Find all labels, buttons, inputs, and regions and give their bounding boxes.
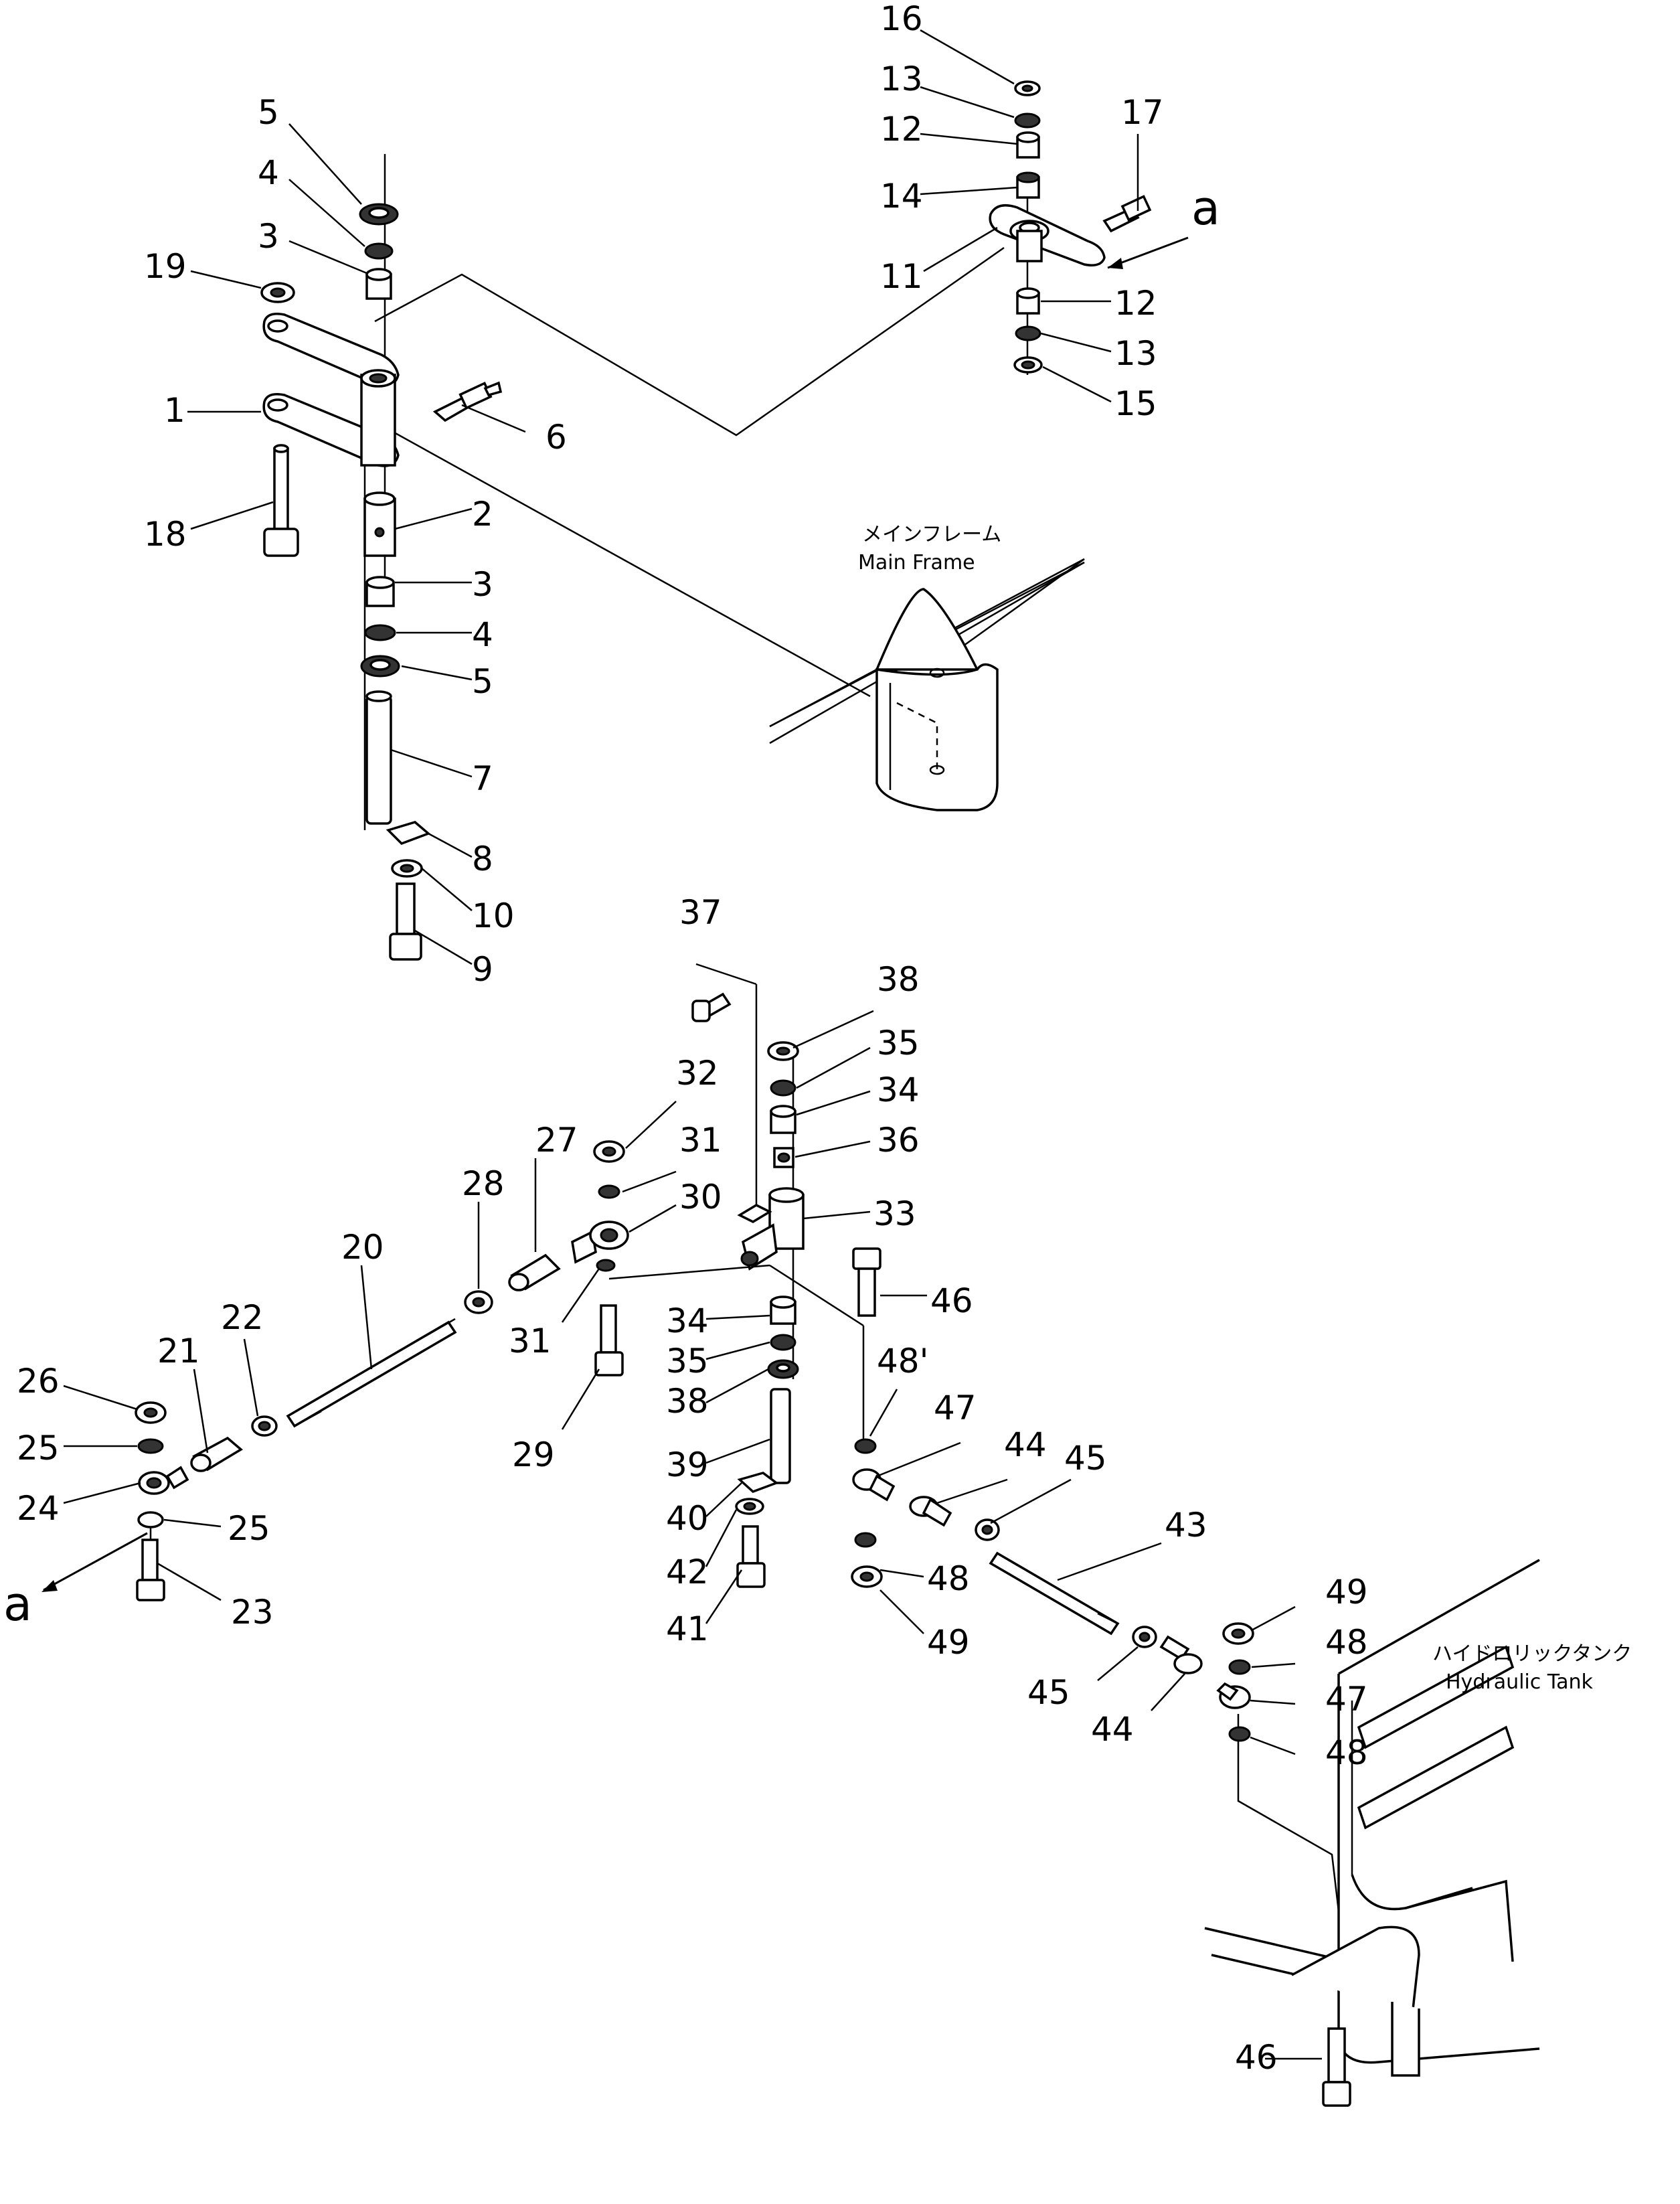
callout-4a: 4 bbox=[258, 153, 279, 192]
callout-16: 16 bbox=[880, 0, 923, 38]
callout-27: 27 bbox=[535, 1121, 578, 1160]
callout-31a: 31 bbox=[679, 1121, 722, 1160]
callout-34b: 34 bbox=[666, 1302, 709, 1340]
callout-1: 1 bbox=[164, 391, 185, 430]
callout-35b: 35 bbox=[666, 1342, 709, 1381]
leader-lines bbox=[63, 29, 1322, 2060]
center-lever-assembly bbox=[691, 992, 805, 1588]
callout-38b: 38 bbox=[666, 1382, 709, 1421]
bellcrank-arm-upper bbox=[262, 313, 400, 387]
callout-14: 14 bbox=[880, 177, 923, 216]
callout-11: 11 bbox=[880, 257, 923, 296]
callout-22: 22 bbox=[221, 1298, 264, 1337]
callout-25a: 25 bbox=[17, 1429, 60, 1468]
callout-49a: 49 bbox=[927, 1623, 970, 1662]
callout-5b: 5 bbox=[472, 662, 493, 701]
callout-20: 20 bbox=[341, 1228, 384, 1267]
callout-47a: 47 bbox=[934, 1389, 977, 1427]
hydraulic-tank-label-en: Hydraulic Tank bbox=[1446, 1670, 1594, 1694]
callout-15: 15 bbox=[1114, 384, 1157, 423]
callout-13b: 13 bbox=[1114, 334, 1157, 373]
callout-40: 40 bbox=[666, 1499, 709, 1538]
callout-48d: 48 bbox=[1325, 1733, 1368, 1772]
callout-49b: 49 bbox=[1325, 1573, 1368, 1611]
right-rod-assembly bbox=[851, 1247, 1254, 1742]
callout-31b: 31 bbox=[509, 1322, 552, 1360]
callout-6: 6 bbox=[545, 418, 567, 457]
callout-32: 32 bbox=[676, 1054, 719, 1093]
callout-37: 37 bbox=[679, 893, 722, 932]
left-rod-assembly bbox=[135, 1140, 629, 1601]
main-frame-sketch bbox=[769, 561, 1085, 811]
callout-44a: 44 bbox=[1004, 1425, 1047, 1464]
callout-41: 41 bbox=[666, 1609, 709, 1648]
callout-28: 28 bbox=[462, 1164, 505, 1203]
callout-10: 10 bbox=[472, 896, 515, 935]
upper-bellcrank-assembly bbox=[260, 203, 503, 961]
callout-36: 36 bbox=[877, 1121, 920, 1160]
callout-48-prime: 48' bbox=[877, 1342, 928, 1381]
callout-12a: 12 bbox=[880, 110, 923, 149]
main-frame-label-en: Main Frame bbox=[858, 551, 975, 574]
callout-43: 43 bbox=[1165, 1506, 1207, 1545]
callout-23: 23 bbox=[231, 1593, 274, 1632]
callout-labels: 5 4 3 19 1 6 18 2 3 4 5 7 8 10 9 16 13 1… bbox=[3, 0, 1368, 2077]
callout-ref-a-bottom: a bbox=[3, 1577, 32, 1632]
callout-39: 39 bbox=[666, 1445, 709, 1484]
hydraulic-tank-label-jp: ハイドロリックタンク bbox=[1432, 1642, 1632, 1666]
callout-42: 42 bbox=[666, 1553, 709, 1591]
upper-right-lever-assembly bbox=[989, 80, 1152, 374]
callout-21: 21 bbox=[157, 1332, 200, 1370]
callout-33: 33 bbox=[873, 1194, 916, 1233]
callout-9: 9 bbox=[472, 950, 493, 989]
callout-4b: 4 bbox=[472, 615, 493, 654]
callout-18: 18 bbox=[144, 515, 187, 554]
callout-13a: 13 bbox=[880, 60, 923, 98]
callout-35a: 35 bbox=[877, 1024, 920, 1062]
main-frame-label-jp: メインフレーム bbox=[862, 523, 1001, 546]
callout-46a: 46 bbox=[930, 1281, 973, 1320]
callout-38a: 38 bbox=[877, 960, 920, 999]
bellcrank-boss bbox=[360, 374, 396, 467]
hydraulic-tank-sketch bbox=[1204, 1559, 1540, 2107]
callout-12b: 12 bbox=[1114, 284, 1157, 323]
callout-24: 24 bbox=[17, 1489, 60, 1528]
callout-44b: 44 bbox=[1091, 1710, 1134, 1749]
callout-2: 2 bbox=[472, 495, 493, 534]
callout-48c: 48 bbox=[1325, 1623, 1368, 1662]
callout-19: 19 bbox=[144, 247, 187, 286]
callout-7: 7 bbox=[472, 759, 493, 798]
annotations: メインフレーム Main Frame ハイドロリックタンク Hydraulic … bbox=[858, 523, 1632, 1694]
callout-26: 26 bbox=[17, 1362, 60, 1401]
callout-17: 17 bbox=[1121, 93, 1164, 132]
callout-3b: 3 bbox=[472, 565, 493, 604]
reference-arrows bbox=[41, 236, 1189, 1592]
callout-34a: 34 bbox=[877, 1071, 920, 1109]
callout-46b: 46 bbox=[1235, 2038, 1278, 2077]
callout-25b: 25 bbox=[228, 1509, 270, 1548]
callout-5a: 5 bbox=[258, 93, 279, 132]
callout-8: 8 bbox=[472, 840, 493, 878]
callout-45b: 45 bbox=[1027, 1673, 1070, 1712]
callout-48b: 48 bbox=[927, 1559, 970, 1598]
callout-47b: 47 bbox=[1325, 1680, 1368, 1719]
callout-29: 29 bbox=[512, 1435, 555, 1474]
callout-45a: 45 bbox=[1064, 1439, 1107, 1478]
callout-30: 30 bbox=[679, 1178, 722, 1216]
callout-ref-a-top: a bbox=[1191, 181, 1220, 236]
callout-3a: 3 bbox=[258, 217, 279, 256]
